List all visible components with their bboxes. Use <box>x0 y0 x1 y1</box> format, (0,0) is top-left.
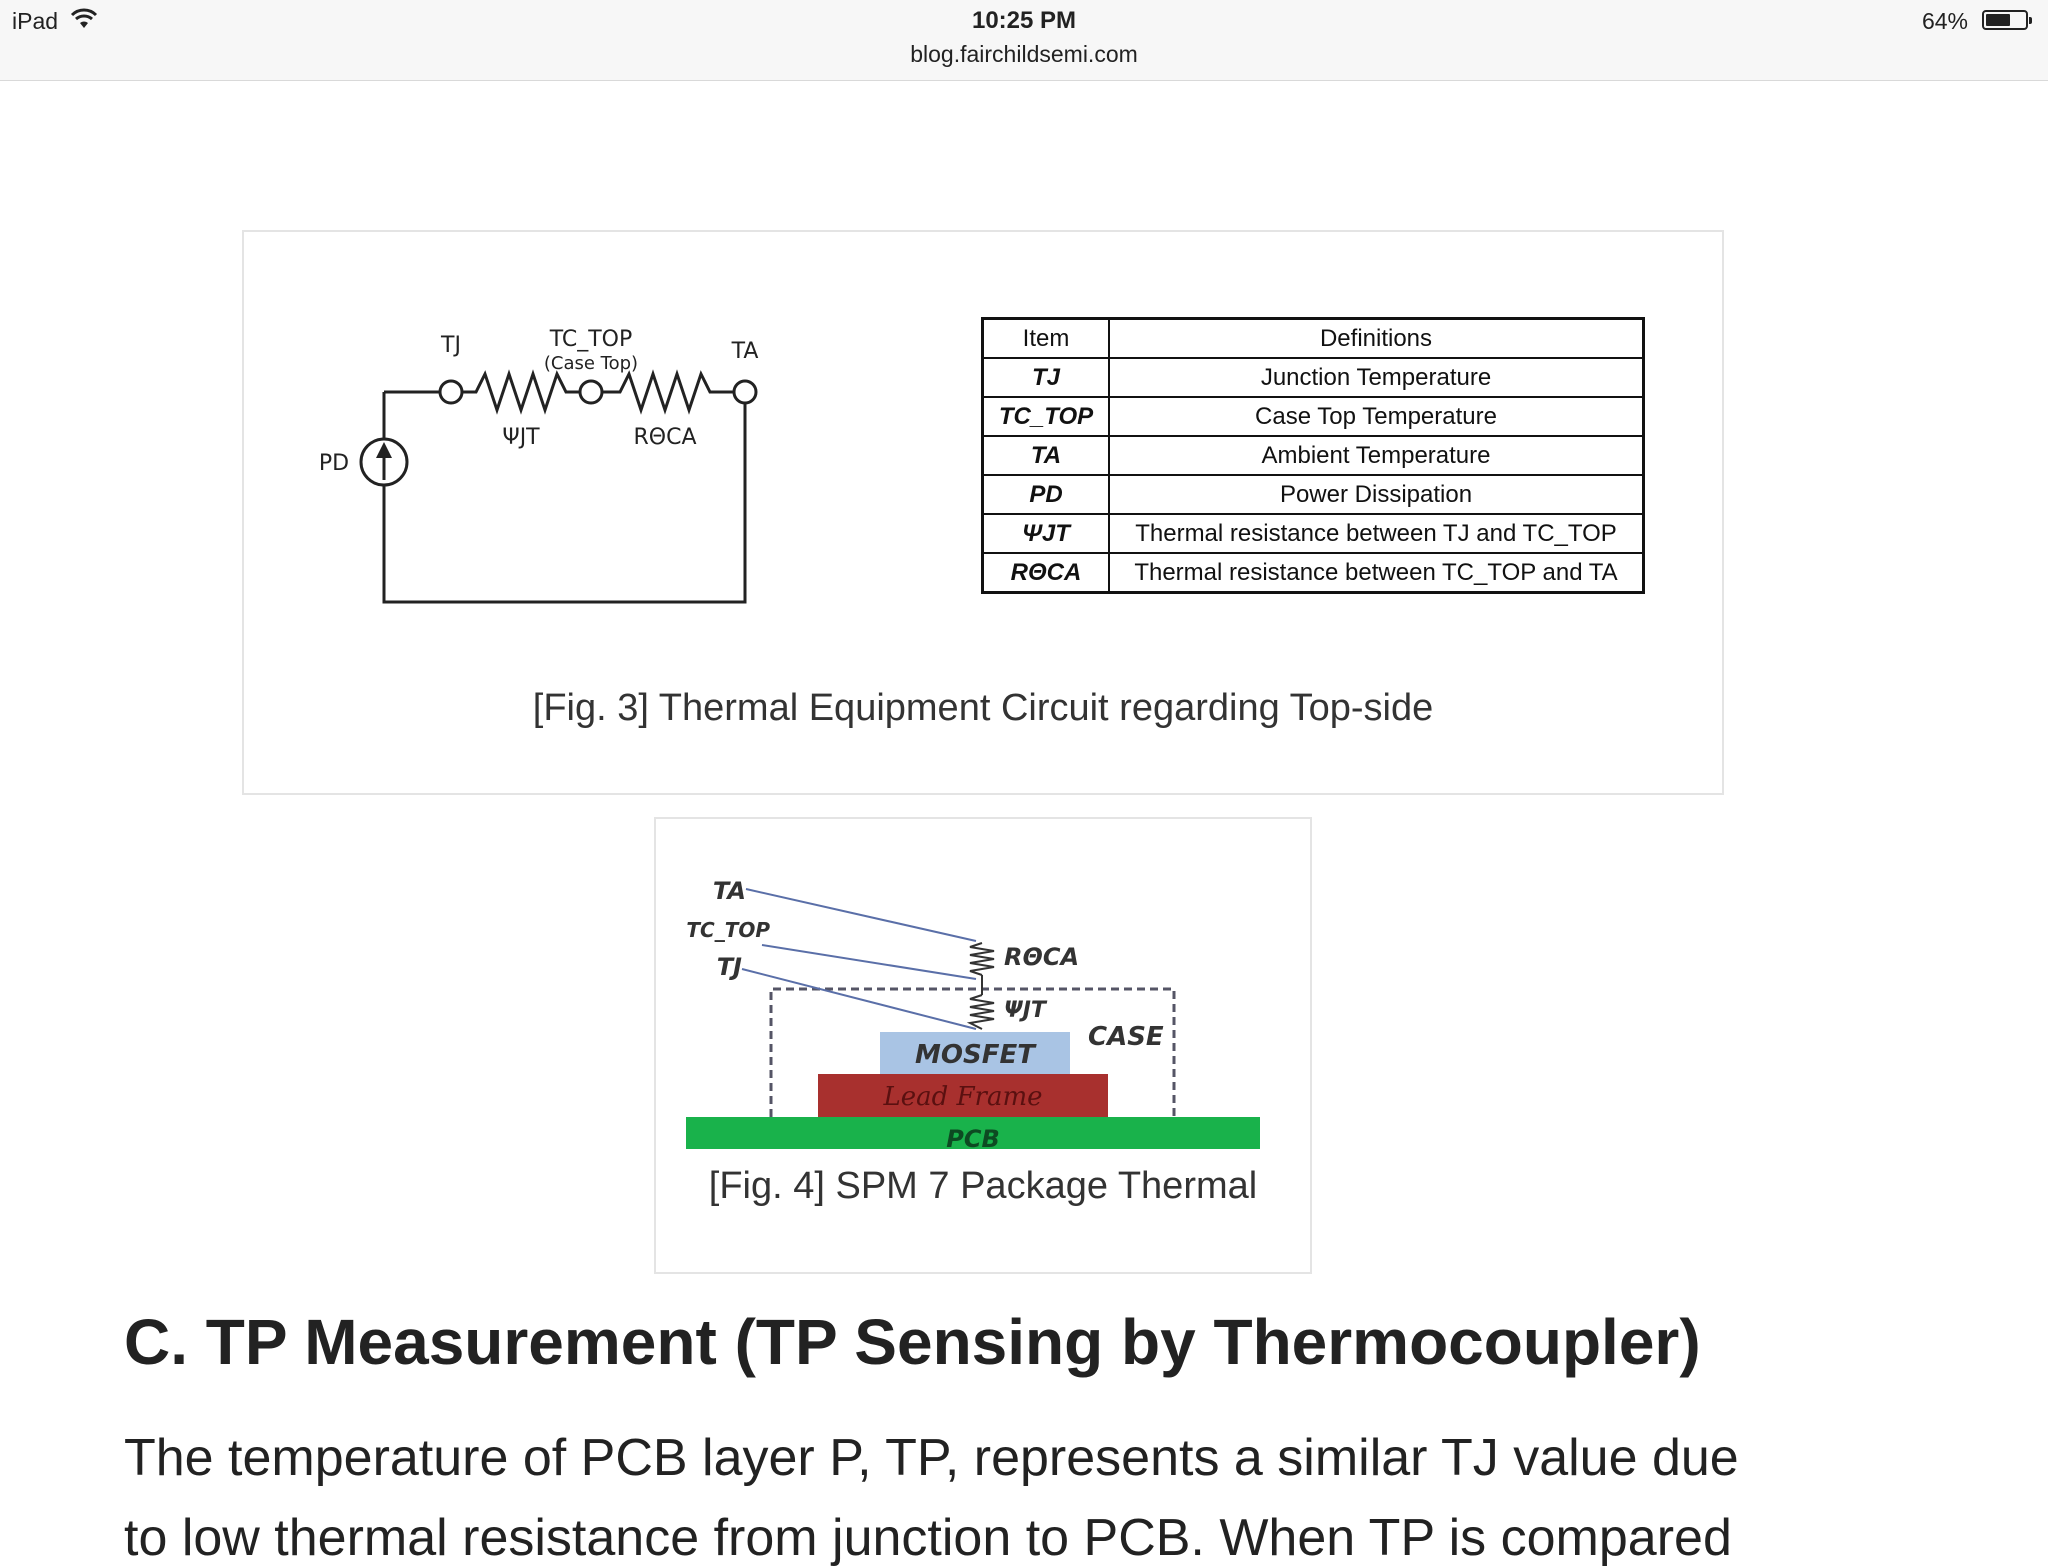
figure-4-caption: [Fig. 4] SPM 7 Package Thermal <box>708 1165 1258 1207</box>
pcb-layer <box>686 1117 1260 1149</box>
wifi-icon <box>70 8 98 28</box>
pkg-label-tc-top: TC_TOP <box>686 918 770 942</box>
table-cell-item: PD <box>981 474 1110 515</box>
table-header-row: Item Definitions <box>981 317 1645 359</box>
battery-icon <box>1982 10 2032 30</box>
table-cell-item: RΘCA <box>981 552 1110 594</box>
table-cell-definition: Power Dissipation <box>1108 474 1645 515</box>
paragraph-line-1: The temperature of PCB layer P, TP, repr… <box>124 1429 1739 1487</box>
header-item: Item <box>981 317 1110 359</box>
lead-frame-layer <box>818 1074 1108 1117</box>
table-row: TA Ambient Temperature <box>981 435 1645 476</box>
figure-3: TJ TC_TOP (Case Top) TA ΨJT RΘCA PD Item… <box>242 230 1724 795</box>
paragraph-line-2: to low thermal resistance from junction … <box>124 1509 1732 1567</box>
pkg-label-tj: TJ <box>717 953 742 981</box>
package-thermal-diagram: TA TC_TOP TJ RΘCA ΨJT CASE MOSFET Lead F… <box>686 877 1260 1149</box>
clock: 10:25 PM <box>971 7 1077 34</box>
table-cell-definition: Thermal resistance between TJ and TC_TOP <box>1108 513 1645 554</box>
battery-percent: 64% <box>1921 8 1968 34</box>
label-psi-jt: ΨJT <box>502 425 540 450</box>
table-cell-item: ΨJT <box>981 513 1110 554</box>
table-row: TC_TOP Case Top Temperature <box>981 396 1645 437</box>
device-name: iPad <box>12 8 59 34</box>
pkg-label-r-oca: RΘCA <box>1004 943 1079 971</box>
pkg-label-lead-frame: Lead Frame <box>882 1082 1042 1112</box>
table-cell-definition: Case Top Temperature <box>1108 396 1645 437</box>
label-case-top: (Case Top) <box>544 353 638 374</box>
pkg-label-ta: TA <box>713 877 746 905</box>
table-cell-definition: Ambient Temperature <box>1108 435 1645 476</box>
pkg-label-mosfet: MOSFET <box>915 1040 1037 1070</box>
figure-4: TA TC_TOP TJ RΘCA ΨJT CASE MOSFET Lead F… <box>654 817 1312 1274</box>
url-bar[interactable]: blog.fairchildsemi.com <box>910 41 1138 67</box>
table-row: ΨJT Thermal resistance between TJ and TC… <box>981 513 1645 554</box>
table-cell-definition: Junction Temperature <box>1108 357 1645 398</box>
status-bar: iPad 10:25 PM blog.fairchildsemi.com 64% <box>0 0 2048 81</box>
label-ta: TA <box>731 339 759 364</box>
pkg-label-pcb: PCB <box>946 1125 1000 1149</box>
table-row: RΘCA Thermal resistance between TC_TOP a… <box>981 552 1645 594</box>
table-cell-item: TJ <box>981 357 1110 398</box>
table-cell-item: TA <box>981 435 1110 476</box>
mosfet-layer <box>880 1032 1070 1074</box>
table-cell-item: TC_TOP <box>981 396 1110 437</box>
pkg-label-case: CASE <box>1088 1022 1164 1052</box>
definitions-table: Item Definitions TJ Junction Temperature… <box>981 317 1645 594</box>
label-tc-top: TC_TOP <box>549 327 633 352</box>
label-pd: PD <box>319 451 349 476</box>
header-definitions: Definitions <box>1108 317 1645 359</box>
table-row: TJ Junction Temperature <box>981 357 1645 398</box>
table-row: PD Power Dissipation <box>981 474 1645 515</box>
section-heading: C. TP Measurement (TP Sensing by Thermoc… <box>124 1306 1701 1378</box>
table-cell-definition: Thermal resistance between TC_TOP and TA <box>1108 552 1645 594</box>
pkg-label-psi-jt: ΨJT <box>1004 998 1048 1023</box>
thermal-circuit-diagram: TJ TC_TOP (Case Top) TA ΨJT RΘCA PD <box>319 327 759 604</box>
label-r-oca: RΘCA <box>633 425 696 450</box>
figure-3-caption: [Fig. 3] Thermal Equipment Circuit regar… <box>532 687 1434 729</box>
label-tj: TJ <box>440 333 461 358</box>
case-boundary <box>769 987 1176 1117</box>
